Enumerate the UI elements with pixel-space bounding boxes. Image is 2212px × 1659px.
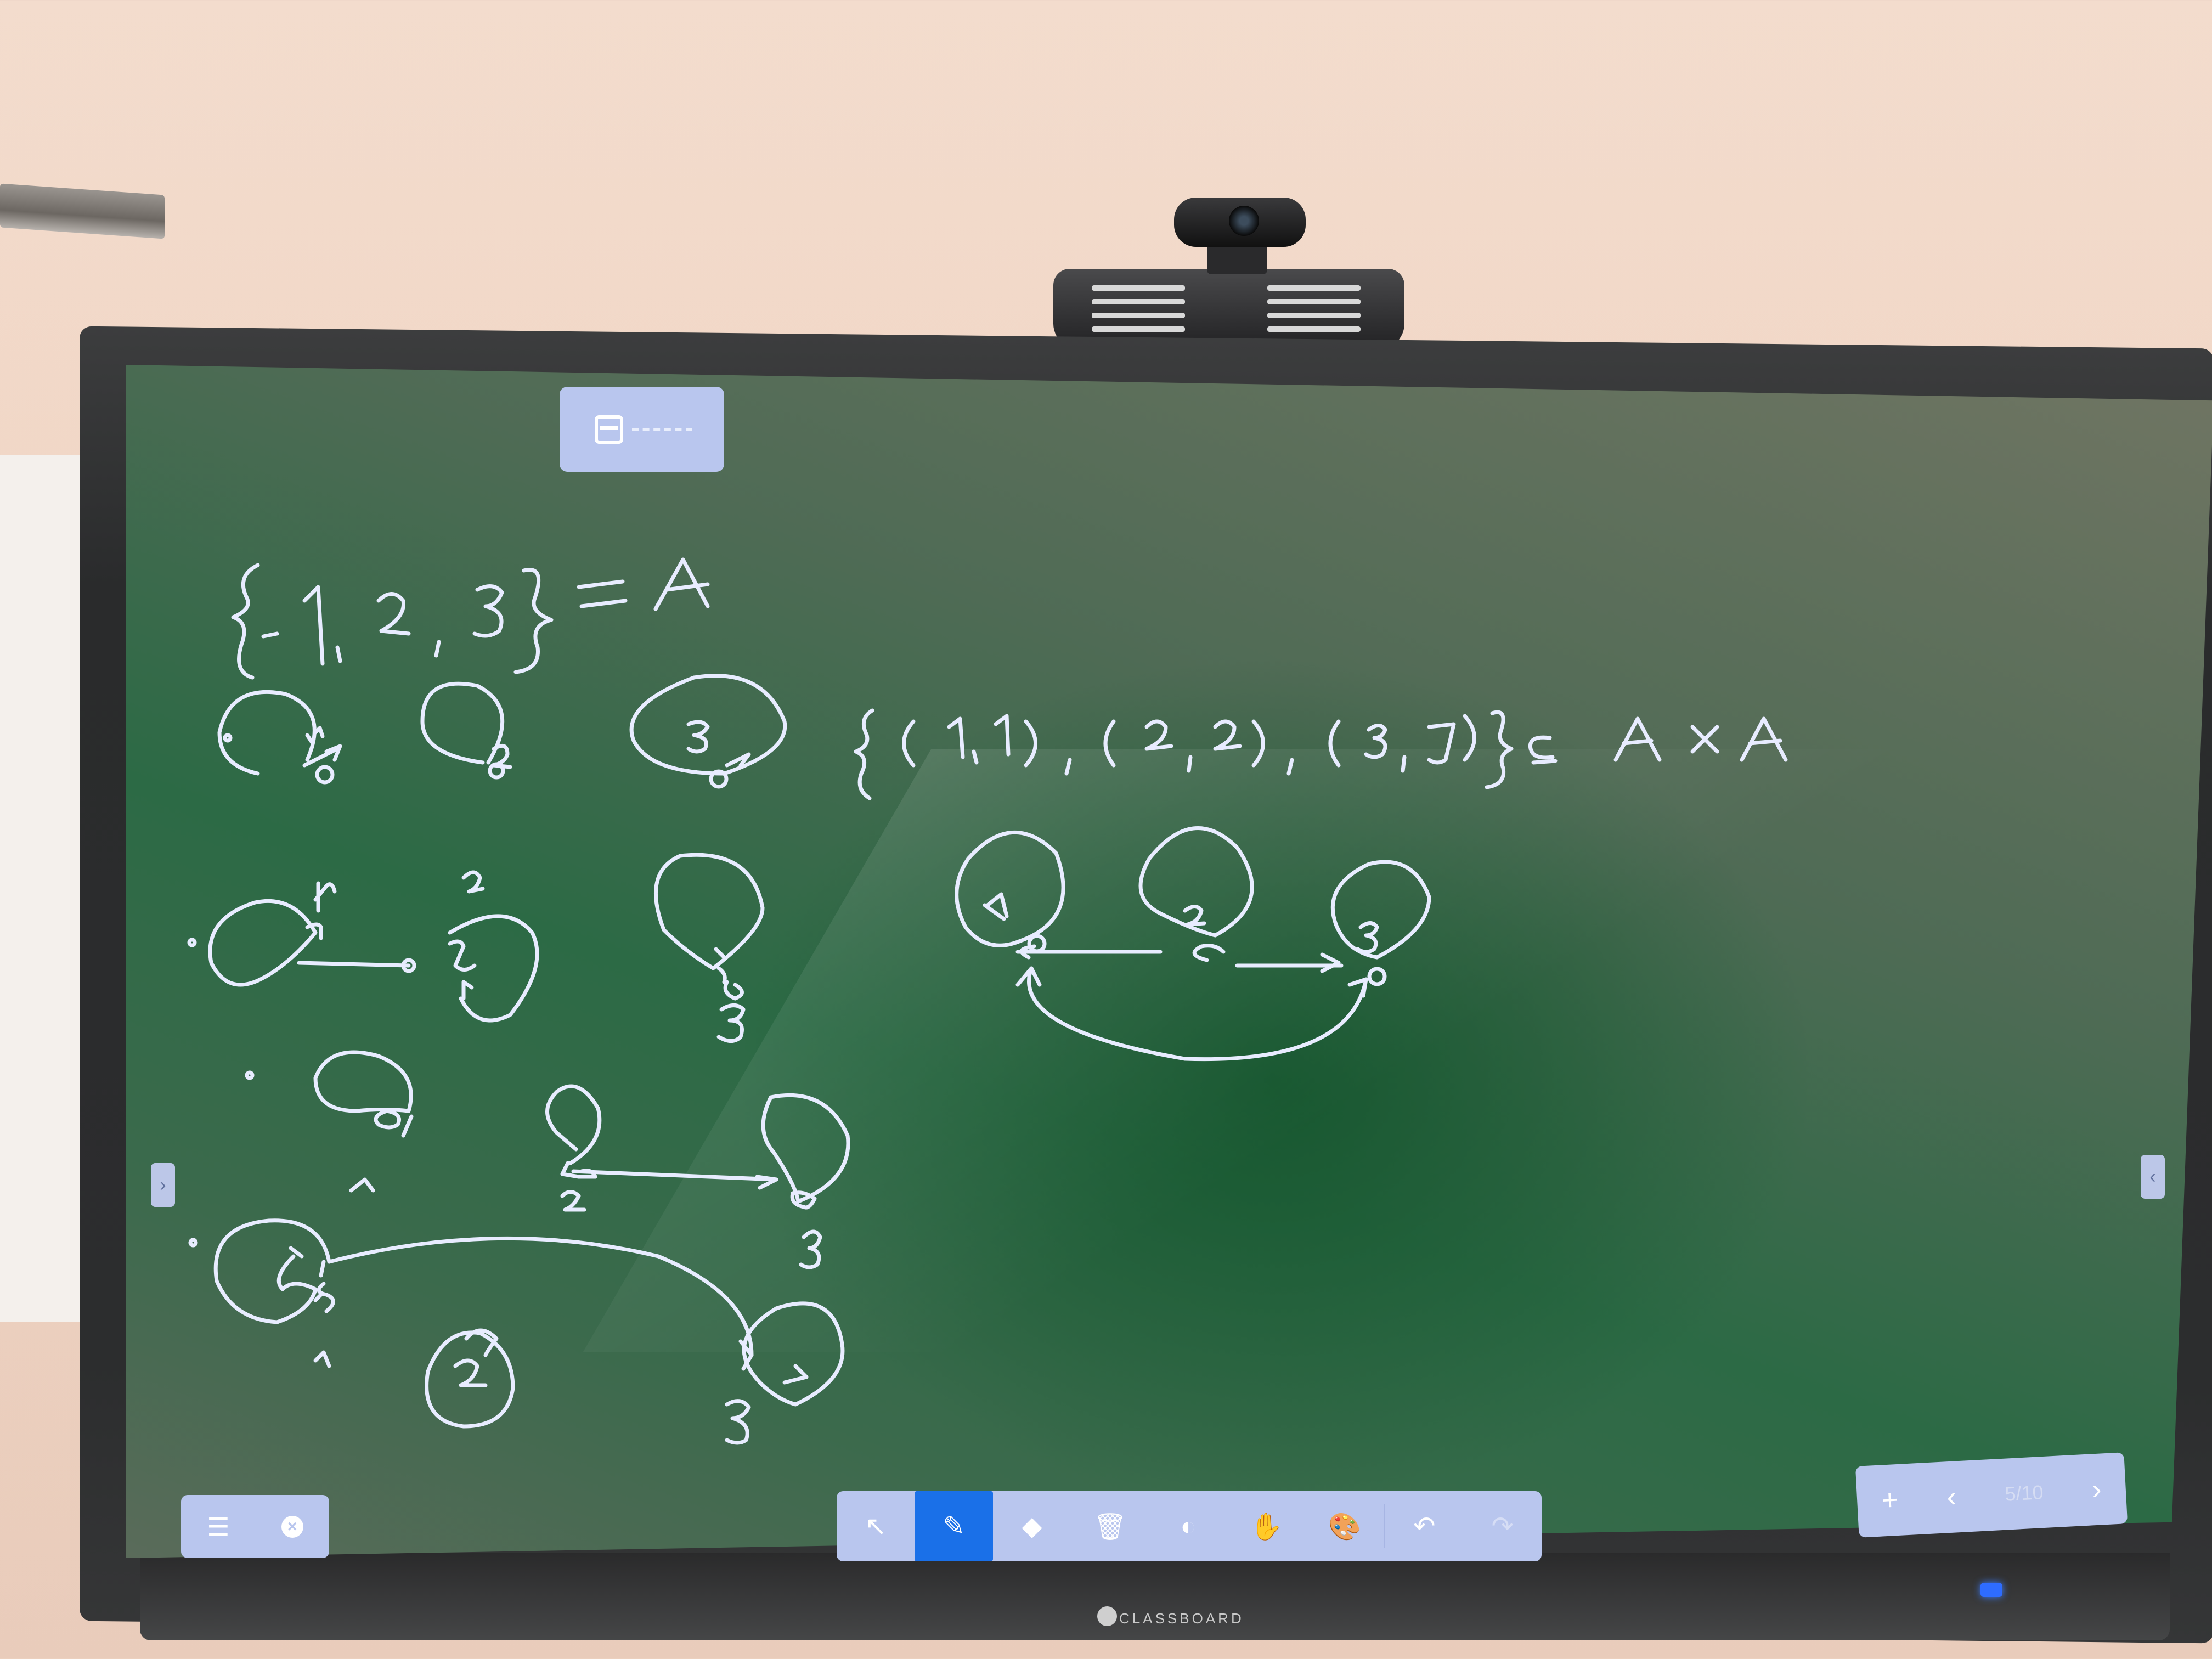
graph-diagram <box>217 674 787 789</box>
graph-diagram <box>187 853 765 1043</box>
graph-diagram <box>245 1050 850 1269</box>
eraser-tool-icon[interactable]: ◆ <box>1022 1512 1042 1541</box>
redo-icon[interactable]: ↷ <box>1491 1512 1514 1541</box>
select-tool-icon[interactable]: ↖ <box>865 1512 887 1541</box>
undo-icon[interactable]: ↶ <box>1413 1512 1436 1541</box>
side-panel-right-button[interactable]: ‹ <box>2141 1155 2165 1199</box>
webcam-neck <box>1207 241 1267 274</box>
next-page-button[interactable]: › <box>2091 1473 2102 1506</box>
brand-logo-icon <box>1097 1606 1117 1626</box>
delete-tool-icon[interactable]: 🗑 <box>1093 1512 1127 1542</box>
color-tool-icon[interactable]: 🎨 <box>1328 1512 1361 1542</box>
close-icon[interactable]: × <box>281 1515 303 1538</box>
pan-tool-icon[interactable]: ✋ <box>1250 1512 1283 1542</box>
set-definition <box>231 557 710 680</box>
toolbar-divider <box>1384 1504 1386 1548</box>
left-toolbar: ☰ × <box>181 1495 329 1558</box>
prev-page-button[interactable]: ‹ <box>1946 1481 1957 1514</box>
graph-diagram <box>955 826 1431 1062</box>
relation-definition <box>854 708 1788 800</box>
drawing-toolbar: ↖ ✎ ◆ 🗑 ◐ ✋ 🎨 ↶ ↷ <box>837 1491 1542 1561</box>
menu-icon[interactable]: ☰ <box>207 1512 230 1541</box>
page-indicator: 5/10 <box>2004 1481 2044 1505</box>
whiteboard-canvas[interactable] <box>126 365 2212 1558</box>
power-led-icon <box>1980 1583 2002 1597</box>
board-tab-handle[interactable] <box>560 387 724 472</box>
pen-tool-icon[interactable]: ✎ <box>915 1491 993 1561</box>
board-tab-dashes <box>632 427 692 431</box>
page-navigator: + ‹ 5/10 › <box>1855 1452 2128 1538</box>
monitor-bezel-bottom <box>140 1553 2170 1640</box>
shapes-tool-icon[interactable]: ◐ <box>1180 1511 1197 1541</box>
side-panel-left-button[interactable]: › <box>151 1163 175 1207</box>
brand-label: CLASSBOARD <box>1119 1610 1244 1627</box>
webcam-lens-icon <box>1229 206 1259 236</box>
graph-diagram <box>188 1218 845 1445</box>
board-icon <box>595 415 623 444</box>
add-page-button[interactable]: + <box>1881 1483 1899 1517</box>
